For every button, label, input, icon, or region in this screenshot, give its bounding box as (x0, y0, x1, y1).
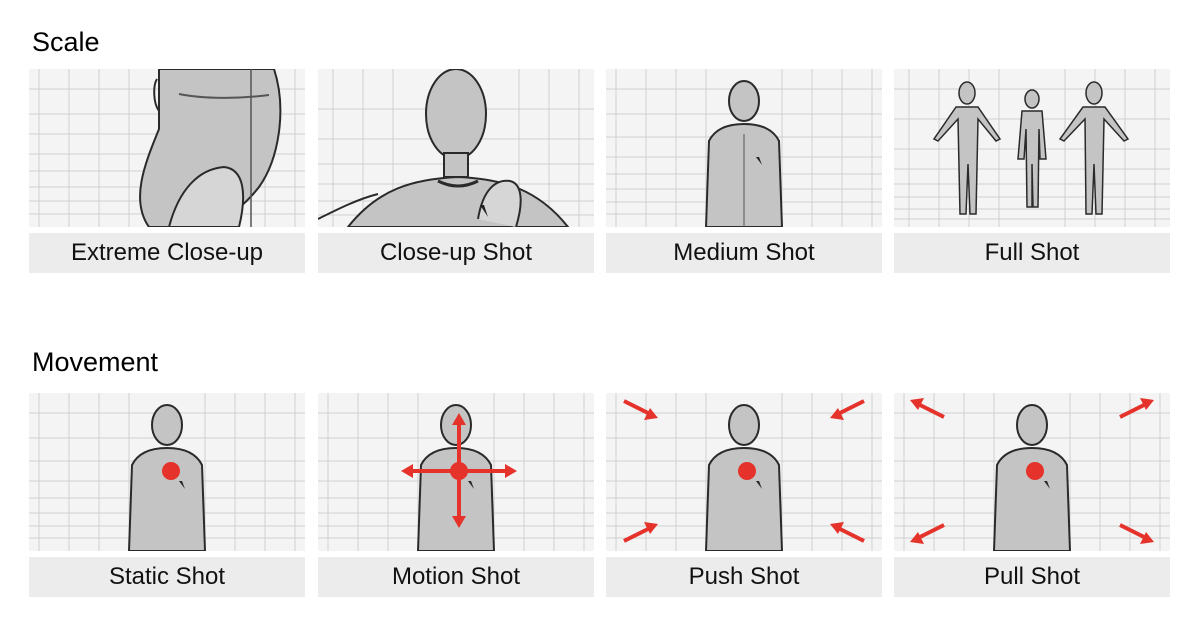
focus-dot (1026, 462, 1044, 480)
close-up-image (318, 69, 594, 227)
panel-motion-shot: Motion Shot (318, 393, 594, 598)
caption-full-shot: Full Shot (894, 233, 1170, 273)
caption-pull-shot: Pull Shot (894, 557, 1170, 597)
panel-extreme-close-up: Extreme Close-up (29, 69, 305, 274)
caption-medium-shot: Medium Shot (606, 233, 882, 273)
push-shot-image (606, 393, 882, 551)
section-title-movement: Movement (32, 347, 159, 377)
pull-arrows (910, 398, 1154, 544)
full-shot-image (894, 69, 1170, 227)
focus-dot (162, 462, 180, 480)
focus-dot (450, 462, 468, 480)
caption-push-shot: Push Shot (606, 557, 882, 597)
movement-row: Static Shot Motion Shot (0, 393, 1182, 598)
caption-motion-shot: Motion Shot (318, 557, 594, 597)
medium-shot-image (606, 69, 882, 227)
push-arrows (623, 399, 865, 543)
panel-full-shot: Full Shot (894, 69, 1170, 274)
motion-shot-image (318, 393, 594, 551)
panel-pull-shot: Pull Shot (894, 393, 1170, 598)
static-shot-image (29, 393, 305, 551)
pull-shot-image (894, 393, 1170, 551)
extreme-close-up-image (29, 69, 305, 227)
panel-close-up: Close-up Shot (318, 69, 594, 274)
panel-medium-shot: Medium Shot (606, 69, 882, 274)
scale-row: Extreme Close-up Close-up Shot (0, 69, 1182, 274)
caption-extreme-close-up: Extreme Close-up (29, 233, 305, 273)
caption-close-up: Close-up Shot (318, 233, 594, 273)
panel-push-shot: Push Shot (606, 393, 882, 598)
panel-static-shot: Static Shot (29, 393, 305, 598)
focus-dot (738, 462, 756, 480)
caption-static-shot: Static Shot (29, 557, 305, 597)
section-title-scale: Scale (32, 27, 100, 57)
